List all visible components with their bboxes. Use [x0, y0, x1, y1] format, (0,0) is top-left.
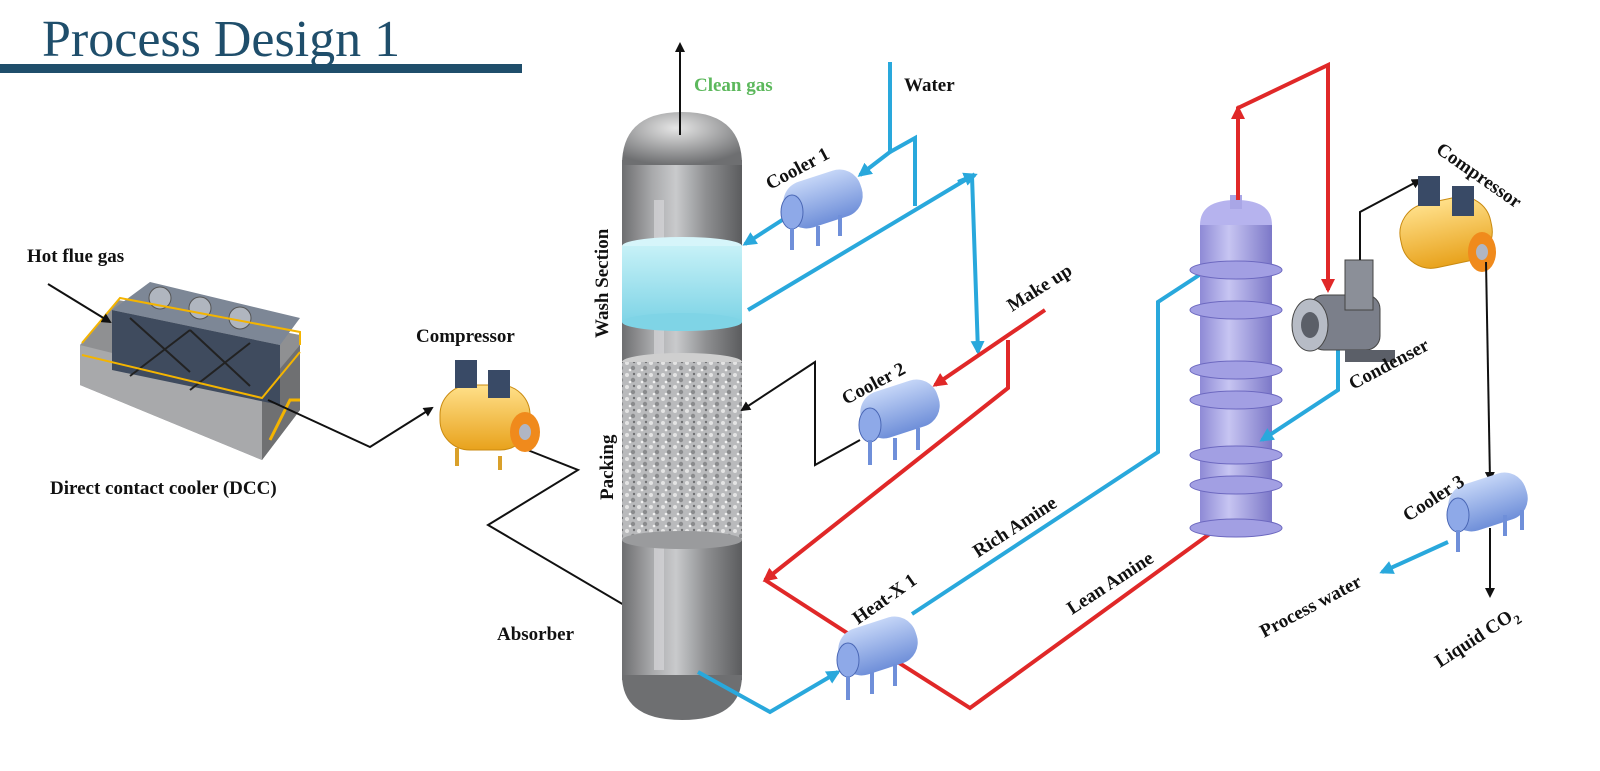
label-process-water: Process water — [1256, 571, 1365, 642]
flow-compressor-to-absorber — [486, 446, 638, 614]
flow-water-branch — [889, 134, 917, 206]
absorber-column — [622, 112, 742, 720]
flow-hot-return — [762, 340, 1010, 582]
flow-cooler-2-to-packing — [740, 360, 861, 467]
flow-condenser-to-stripper — [1259, 332, 1340, 442]
label-wash-section: Wash Section — [592, 228, 613, 338]
flow-process-water — [1379, 540, 1449, 574]
flow-compressor-to-cooler-3 — [1484, 261, 1495, 482]
cooler-3 — [1446, 472, 1528, 552]
flow-stripper-to-condenser — [1236, 61, 1335, 293]
cooler-2 — [858, 379, 940, 465]
label-make-up: Make up — [1004, 260, 1076, 316]
label-clean-gas: Clean gas — [694, 75, 773, 96]
compressor-2 — [1399, 176, 1496, 272]
flow-water-to-cooler-1 — [857, 62, 892, 177]
label-water: Water — [904, 75, 955, 96]
label-liquid-co2-main: Liquid CO — [1431, 607, 1516, 673]
title-rule — [0, 64, 522, 73]
title-block: Process Design 1 — [0, 11, 522, 73]
label-absorber: Absorber — [497, 624, 575, 645]
wash-section — [622, 246, 742, 322]
condenser — [1291, 259, 1395, 362]
flow-hot-flue-gas — [47, 283, 112, 324]
label-hot-flue-gas: Hot flue gas — [27, 246, 124, 267]
flow-make-up-to-cooler-2 — [932, 308, 1047, 387]
label-packing: Packing — [597, 434, 618, 500]
stripper-column — [1189, 195, 1283, 538]
cooler-1 — [780, 169, 863, 250]
heat-x-1 — [836, 616, 918, 700]
flow-dcc-to-compressor — [267, 399, 434, 449]
compressor-1 — [439, 360, 540, 470]
flow-condenser-to-compressor — [1359, 179, 1422, 260]
flow-absorber-to-heatx — [697, 670, 841, 715]
label-compressor-1: Compressor — [416, 326, 515, 347]
flow-rich-amine — [910, 266, 1213, 616]
label-liquid-co2: Liquid CO2 — [1431, 603, 1524, 676]
flow-heatx-hot — [763, 578, 860, 642]
label-dcc: Direct contact cooler (DCC) — [50, 478, 277, 499]
flow-arrow-junction — [957, 172, 978, 186]
page-title: Process Design 1 — [42, 11, 400, 68]
flow-lean-amine — [879, 528, 1217, 711]
dcc-unit — [80, 282, 301, 460]
packing-section — [622, 362, 742, 540]
